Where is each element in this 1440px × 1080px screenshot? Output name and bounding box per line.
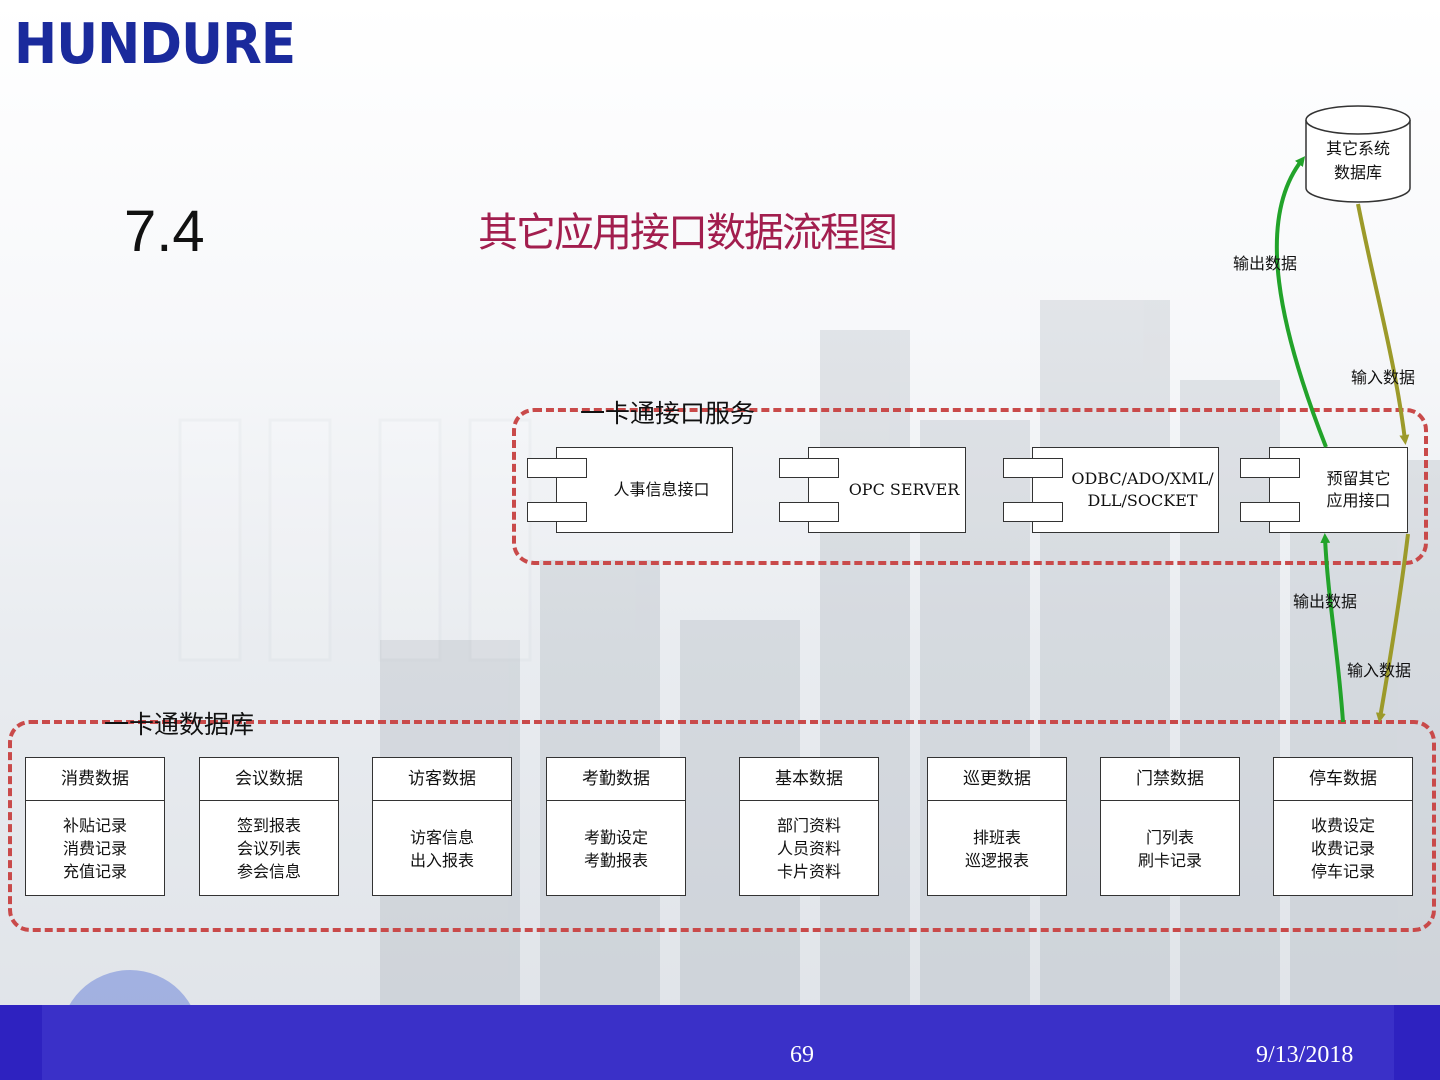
component-tab [527,458,587,478]
component-label: OPC SERVER [848,480,960,499]
table-body: 补贴记录消费记录充值记录 [62,816,127,881]
table-header: 门禁数据 [1101,758,1239,801]
table-header: 考勤数据 [547,758,685,801]
component-tab [779,502,839,522]
table-body: 考勤设定考勤报表 [583,827,648,870]
brand-logo: HUNDURE [14,12,296,77]
table-attendance: 考勤数据 考勤设定考勤报表 [546,757,686,896]
table-header: 基本数据 [740,758,878,801]
component-tab [1240,458,1300,478]
slide-title: 其它应用接口数据流程图 [478,210,898,256]
table-access: 门禁数据 门列表刷卡记录 [1100,757,1240,896]
external-db-label-1: 其它系统 [1326,139,1390,158]
flow-label-upper-output: 输出数据 [1233,254,1298,273]
table-body: 部门资料人员资料卡片资料 [776,816,841,881]
table-patrol: 巡更数据 排班表巡逻报表 [927,757,1067,896]
table-header: 巡更数据 [928,758,1066,801]
table-parking: 停车数据 收费设定收费记录停车记录 [1273,757,1413,896]
component-odbc-interface: ODBC/ADO/XML/ DLL/SOCKET [1003,447,1219,533]
flow-label-lower-input: 输入数据 [1347,661,1412,680]
interface-group-box [512,408,1428,565]
component-tab [1240,502,1300,522]
table-body: 收费设定收费记录停车记录 [1310,816,1375,881]
component-label: 预留其它 应用接口 [1326,469,1391,510]
interface-group-title: 一卡通接口服务 [580,399,756,428]
component-tab [1003,502,1063,522]
component-label: 人事信息接口 [613,480,710,499]
component-tab [1003,458,1063,478]
external-database-icon: 其它系统 数据库 [1305,105,1411,203]
database-group-title: 一卡通数据库 [104,710,255,739]
component-tab [527,502,587,522]
page-number: 69 [790,1042,814,1068]
flow-label-upper-input: 输入数据 [1351,368,1416,387]
flow-label-lower-output: 输出数据 [1293,592,1358,611]
table-basic: 基本数据 部门资料人员资料卡片资料 [739,757,879,896]
component-hr-interface: 人事信息接口 [527,447,733,533]
footer-bar [0,1005,1440,1080]
table-consumption: 消费数据 补贴记录消费记录充值记录 [25,757,165,896]
table-meeting: 会议数据 签到报表会议列表参会信息 [199,757,339,896]
component-tab [779,458,839,478]
component-reserved-interface: 预留其它 应用接口 [1240,447,1408,533]
table-body: 门列表刷卡记录 [1137,827,1202,870]
table-header: 会议数据 [200,758,338,801]
section-number: 7.4 [124,199,205,264]
table-body: 访客信息出入报表 [409,827,474,870]
slide-date: 9/13/2018 [1256,1042,1354,1068]
table-header: 停车数据 [1274,758,1412,801]
table-body: 签到报表会议列表参会信息 [236,816,301,881]
external-db-label-2: 数据库 [1334,163,1382,182]
component-opc-server: OPC SERVER [779,447,966,533]
table-body: 排班表巡逻报表 [964,827,1029,870]
table-header: 访客数据 [373,758,511,801]
table-header: 消费数据 [26,758,164,801]
component-label: ODBC/ADO/XML/ DLL/SOCKET [1071,469,1214,510]
table-visitor: 访客数据 访客信息出入报表 [372,757,512,896]
footer-inner [42,1005,1394,1080]
database-group-box [8,720,1436,932]
